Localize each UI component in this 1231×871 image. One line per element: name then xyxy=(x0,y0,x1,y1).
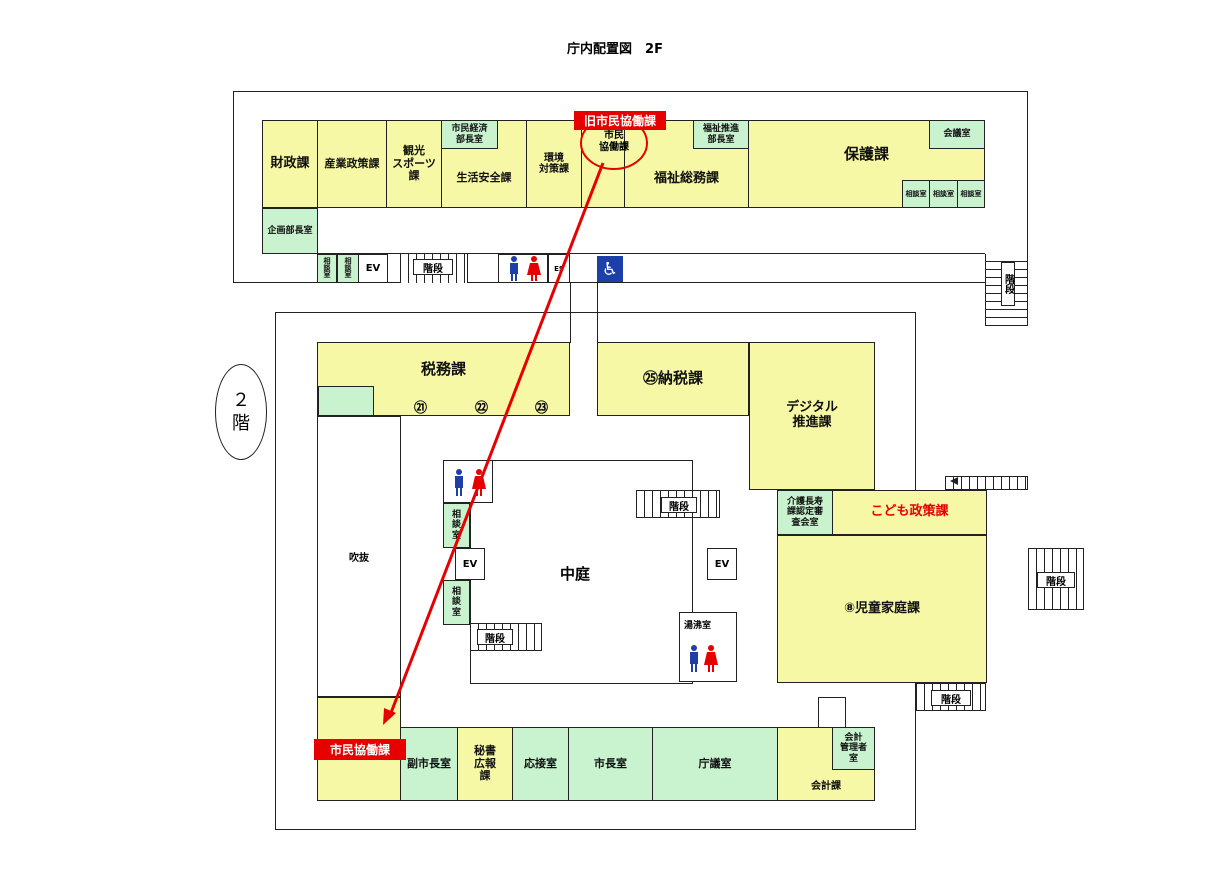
callout-old: 旧市民協働課 xyxy=(574,111,666,130)
room-shimin-kyodo-old-label: 市民 協働課 xyxy=(599,130,629,153)
elevator-top: EV xyxy=(358,254,388,283)
move-arrow xyxy=(387,162,605,719)
stairs-south-east: 階段 xyxy=(916,683,986,711)
stairs-top: 階段 xyxy=(400,254,468,283)
room-sodan-c: 相談室 xyxy=(957,180,985,208)
room-nozei: ㉕納税課 xyxy=(597,342,749,416)
floor-badge: ２ 階 xyxy=(215,364,267,460)
stairs-east-upper xyxy=(945,476,1028,490)
small-arrow-icon xyxy=(950,477,958,485)
stairs-top-label: 階段 xyxy=(413,259,453,275)
room-sodan-b: 相談室 xyxy=(929,180,958,208)
hall-fukinuke: 吹抜 xyxy=(317,416,401,697)
stairs-north-east-text: 階段 xyxy=(1002,274,1014,294)
room-jido: ⑧児童家庭課 xyxy=(777,535,987,683)
toilet-icon-yuwakashi xyxy=(690,645,718,672)
room-sodan-top1: 相 談 室 xyxy=(317,254,337,283)
elevator-inner-east: EV xyxy=(707,548,737,580)
toilet-top xyxy=(498,254,548,283)
room-kankyo: 環境 対策課 xyxy=(526,120,582,208)
room-seikatsu-label: 生活安全課 xyxy=(456,171,512,185)
window-21: ㉑ xyxy=(414,401,428,416)
room-sodan-inner2: 相 談 室 xyxy=(443,580,470,625)
stairs-north-east-label: 階段 xyxy=(1001,262,1015,306)
room-fukushi-somu-label: 福祉総務課 xyxy=(653,171,719,187)
floor-badge-text: ２ 階 xyxy=(232,389,250,434)
window-23: ㉓ xyxy=(535,401,549,416)
room-kaigi: 会議室 xyxy=(929,120,985,149)
stairs-south-east-label: 階段 xyxy=(931,690,971,706)
room-kanko: 観光 スポーツ 課 xyxy=(386,120,442,208)
room-kodomo: こども政策課 xyxy=(832,490,987,535)
stairs-east-label: 階段 xyxy=(1037,572,1075,588)
room-yuwakashi-label: 湯沸室 xyxy=(684,621,712,631)
north-wing-outline xyxy=(233,91,1028,283)
move-arrow-head xyxy=(383,708,396,725)
room-chogi: 庁議室 xyxy=(652,727,778,801)
room-fukushi-bucho: 福祉推進 部長室 xyxy=(693,120,749,149)
stairs-inner-ne-label: 階段 xyxy=(661,497,697,513)
stairs-inner-sw-label: 階段 xyxy=(477,629,513,645)
hall-fukinuke-label: 吹抜 xyxy=(349,553,369,564)
elevator-inner-west: EV xyxy=(455,548,485,580)
page-title: 庁内配置図 2F xyxy=(567,42,663,57)
room-zeimu-label: 税務課 xyxy=(420,360,466,378)
stairs-inner-sw: 階段 xyxy=(470,623,542,651)
room-sodan-a: 相談室 xyxy=(902,180,930,208)
room-zaisei: 財政課 xyxy=(262,120,318,208)
stairs-inner-ne: 階段 xyxy=(636,490,720,518)
room-kaikei-label: 会計課 xyxy=(811,780,841,792)
window-22: ㉒ xyxy=(475,401,489,416)
courtyard-label: 中庭 xyxy=(560,565,591,583)
callout-new: 市民協働課 xyxy=(314,739,406,760)
room-digital: デジタル 推進課 xyxy=(749,342,875,490)
room-hogo-label: 保護課 xyxy=(843,145,889,164)
accessible-toilet: ♿ xyxy=(597,256,623,282)
room-zeimu-green xyxy=(318,386,374,416)
toilet-icon-top xyxy=(510,256,541,281)
stairs-east: 階段 xyxy=(1028,548,1084,610)
room-osetsu: 応接室 xyxy=(512,727,569,801)
north-corridor xyxy=(262,208,985,254)
room-hisho: 秘書 広報 課 xyxy=(457,727,513,801)
room-kaikei-kanri: 会計 管理者 室 xyxy=(832,727,875,770)
room-kodomo-label: こども政策課 xyxy=(870,504,949,520)
room-sangyo: 産業政策課 xyxy=(317,120,387,208)
room-shimin-keizai: 市民経済 部長室 xyxy=(441,120,498,149)
step-south xyxy=(818,697,846,727)
stairs-north-east: 階段 xyxy=(985,254,1028,326)
room-kikaku: 企画部長室 xyxy=(262,208,318,254)
wheelchair-icon: ♿ xyxy=(601,258,619,280)
room-kaigo: 介護長寿 課認定審 査会室 xyxy=(777,490,833,535)
